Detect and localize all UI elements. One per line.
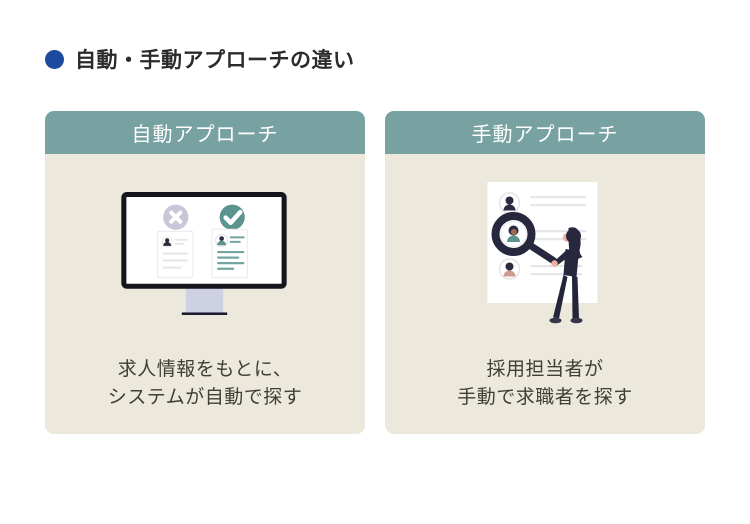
manual-illustration-area [385, 154, 705, 356]
comparison-cards: 自動アプローチ [45, 111, 705, 434]
card-automatic-approach: 自動アプローチ [45, 111, 365, 434]
recruiter-magnifier-illustration [487, 182, 598, 324]
accepted-resume-document [211, 228, 248, 279]
magnifier-handle [527, 242, 557, 265]
caption-line: システムが自動で探す [107, 387, 303, 408]
rejected-resume-document [157, 230, 194, 279]
card-header-automatic: 自動アプローチ [45, 111, 365, 154]
shoe [570, 317, 583, 324]
manual-caption: 採用担当者が 手動で求職者を探す [457, 356, 633, 412]
card-body-automatic: 求人情報をもとに、 システムが自動で探す [45, 154, 365, 434]
avatar [215, 233, 229, 247]
shoe [549, 317, 562, 324]
card-header-manual: 手動アプローチ [385, 111, 705, 154]
caption-line: 手動で求職者を探す [457, 387, 633, 408]
avatar [161, 236, 173, 248]
avatar [498, 258, 521, 280]
automatic-caption: 求人情報をもとに、 システムが自動で探す [108, 356, 302, 412]
monitor-screening-illustration [121, 192, 287, 315]
avatar [498, 192, 521, 214]
magnifier-icon [491, 212, 557, 265]
caption-line: 求人情報をもとに、 [117, 359, 293, 380]
bullet-circle-icon [45, 49, 64, 69]
automatic-illustration-area [45, 154, 365, 356]
card-body-manual: 採用担当者が 手動で求職者を探す [385, 154, 705, 434]
card-manual-approach: 手動アプローチ [385, 111, 705, 434]
recruiter-figure [549, 227, 583, 324]
hand [551, 260, 558, 267]
x-icon [163, 204, 189, 230]
monitor-frame [121, 192, 287, 289]
page-title: 自動・手動アプローチの違い [75, 49, 355, 72]
caption-line: 採用担当者が [486, 359, 604, 380]
recruiter-arm [551, 251, 569, 267]
section-title-row: 自動・手動アプローチの違い [45, 44, 705, 74]
monitor-stand [181, 286, 228, 315]
magnified-avatar [507, 225, 520, 242]
check-icon [219, 204, 245, 230]
